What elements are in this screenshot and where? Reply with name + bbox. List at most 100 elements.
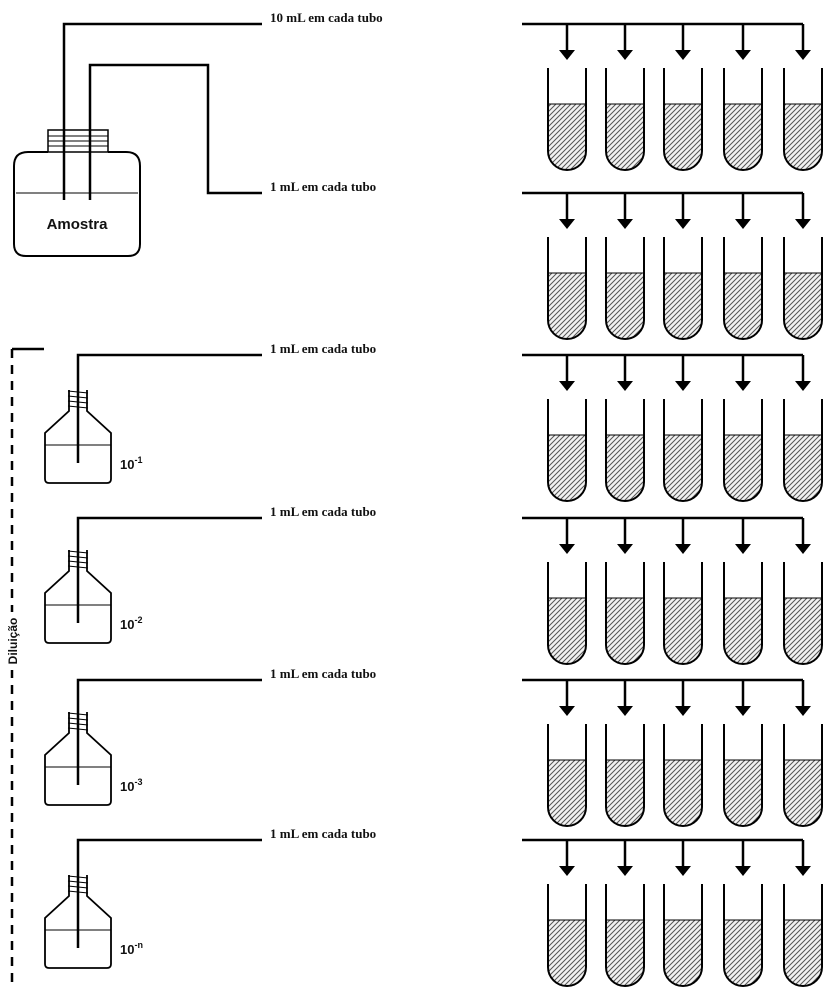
tube-medium [724,273,762,339]
flask-delivery-line [76,353,262,463]
test-tube [547,518,587,665]
flask-delivery-line [76,838,262,948]
arrow-icon [617,866,633,876]
arrow-icon [617,381,633,391]
test-tube [547,680,587,827]
dilution-flask: 10-3 [44,678,262,806]
test-tube [783,24,823,171]
test-tube [547,24,587,171]
sample-jar: Amostra [13,129,141,257]
test-tube [663,840,703,987]
arrow-icon [675,219,691,229]
test-tube [605,680,645,827]
dilution-axis-label: Diluição [6,618,20,665]
test-tube [723,193,763,340]
tube-medium [548,920,586,986]
arrow-icon [617,219,633,229]
tube-medium [784,920,822,986]
tube-medium [606,435,644,501]
sample-label: Amostra [47,216,109,233]
tube-medium [724,104,762,170]
tube-medium [664,760,702,826]
arrow-icon [795,544,811,554]
dilution-flask: 10-1 [44,353,262,484]
dilution-factor-label: 10-3 [120,777,142,794]
flask-delivery-line [76,678,262,785]
tube-medium [548,435,586,501]
arrow-icon [735,866,751,876]
tube-medium [606,760,644,826]
row-volume-label: 1 mL em cada tubo [270,504,376,519]
test-tube [605,24,645,171]
test-tube [663,680,703,827]
test-tube [663,193,703,340]
arrow-icon [675,381,691,391]
row-volume-label: 1 mL em cada tubo [270,666,376,681]
arrow-icon [559,381,575,391]
dilution-flask: 10-2 [44,516,262,644]
arrow-icon [795,219,811,229]
tube-medium [784,104,822,170]
test-tube [783,680,823,827]
sample-line-10ml [62,22,262,200]
tube-medium [664,920,702,986]
tube-row: 1 mL em cada tubo [270,666,823,827]
test-tube [783,518,823,665]
test-tube [547,193,587,340]
tube-medium [606,598,644,664]
tube-medium [784,273,822,339]
tube-row: 1 mL em cada tubo [270,341,823,502]
arrow-icon [617,50,633,60]
test-tube [663,24,703,171]
test-tube [663,355,703,502]
tube-medium [784,435,822,501]
row-volume-label: 1 mL em cada tubo [270,179,376,194]
dilution-factor-label: 10-1 [120,455,142,472]
tube-medium [606,273,644,339]
sample-line-1ml [88,63,262,200]
arrow-icon [559,866,575,876]
tube-medium [724,435,762,501]
test-tube [547,840,587,987]
tube-medium [548,104,586,170]
tube-medium [724,760,762,826]
tube-row: 1 mL em cada tubo [270,826,823,987]
flask-delivery-line [76,516,262,623]
arrow-icon [559,544,575,554]
tube-medium [784,760,822,826]
arrow-icon [795,866,811,876]
arrow-icon [795,381,811,391]
test-tube [605,193,645,340]
tube-medium [548,760,586,826]
test-tube [605,355,645,502]
arrow-icon [795,706,811,716]
tube-row: 1 mL em cada tubo [270,504,823,665]
arrow-icon [675,50,691,60]
tube-medium [548,273,586,339]
arrow-icon [735,381,751,391]
test-tube [663,518,703,665]
test-tube [723,680,763,827]
test-tube [547,355,587,502]
tube-medium [664,598,702,664]
arrow-icon [675,706,691,716]
tube-medium [548,598,586,664]
dilution-factor-label: 10-n [120,940,143,957]
arrow-icon [735,50,751,60]
tube-row: 10 mL em cada tubo [270,10,823,171]
test-tube [723,355,763,502]
tube-medium [724,598,762,664]
test-tube [783,355,823,502]
arrow-icon [735,219,751,229]
tube-row: 1 mL em cada tubo [270,179,823,340]
arrow-icon [617,544,633,554]
tube-medium [724,920,762,986]
test-tube [783,193,823,340]
test-tube [723,518,763,665]
test-tube [605,840,645,987]
test-tube [605,518,645,665]
test-tube [723,840,763,987]
tube-medium [664,273,702,339]
dilution-flask: 10-n [44,838,262,969]
arrow-icon [735,706,751,716]
